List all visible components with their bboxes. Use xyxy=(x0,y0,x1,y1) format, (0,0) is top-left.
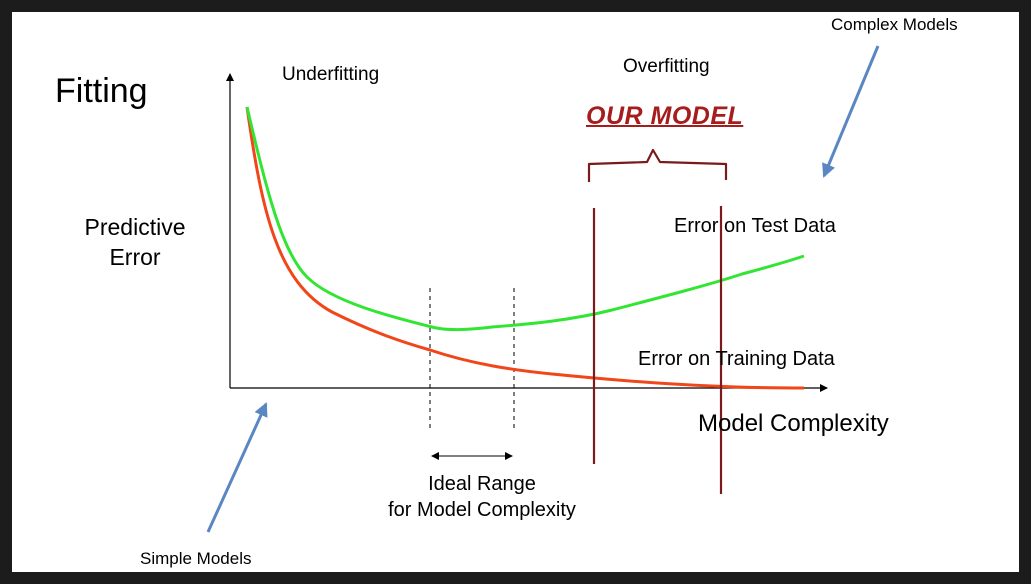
underfitting-label: Underfitting xyxy=(282,64,380,85)
test-error-label: Error on Test Data xyxy=(674,215,836,237)
fitting-diagram xyxy=(206,45,880,533)
overfitting-label: Overfitting xyxy=(623,56,710,77)
training-error-label: Error on Training Data xyxy=(638,348,835,370)
simple-models-label: Simple Models xyxy=(140,549,252,568)
our-model-label: OUR MODEL xyxy=(586,102,744,130)
model-complexity-label: Model Complexity xyxy=(698,410,889,437)
complex-models-arrow xyxy=(822,45,880,178)
our-model-brace xyxy=(587,148,728,182)
ideal-range-label: Ideal Range for Model Complexity xyxy=(352,471,612,523)
simple-models-arrow xyxy=(206,402,268,533)
page-title: Fitting xyxy=(55,72,148,110)
predictive-error-line1: Predictive xyxy=(84,214,186,240)
predictive-error-line2: Error xyxy=(109,244,161,270)
ideal-range-line1: Ideal Range xyxy=(428,473,536,495)
training-error-curve xyxy=(245,106,805,390)
predictive-error-label: Predictive Error xyxy=(70,212,200,272)
ideal-range-line2: for Model Complexity xyxy=(388,499,576,521)
test-error-curve xyxy=(245,106,805,332)
complex-models-label: Complex Models xyxy=(831,15,958,34)
slide: Fitting Underfitting Overfitting Complex… xyxy=(12,12,1019,572)
